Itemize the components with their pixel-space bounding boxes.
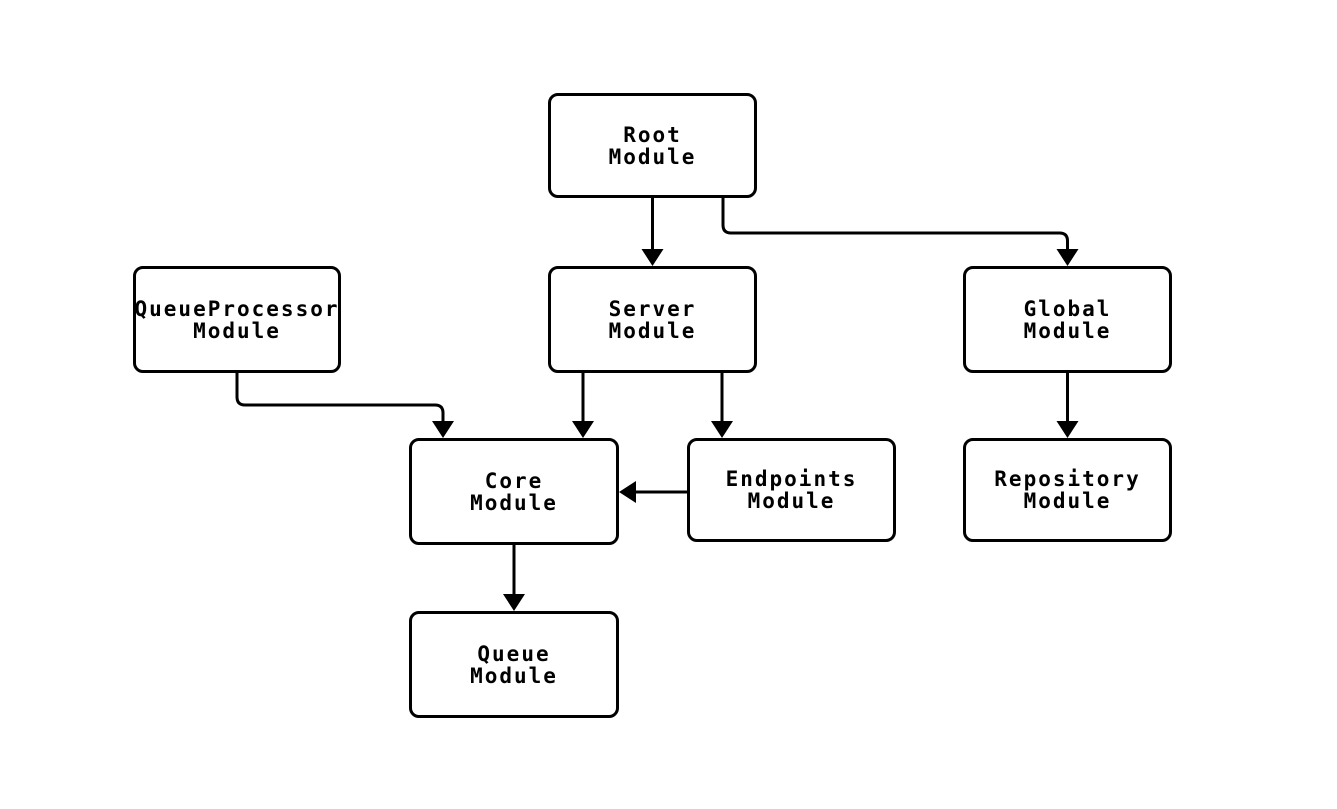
node-label-line: Module	[1023, 489, 1112, 513]
node-label-line: Module	[470, 490, 558, 515]
node-label-line: Global	[1023, 296, 1112, 321]
arrowhead-down-icon	[1056, 249, 1079, 266]
node-server-module: Server Module	[548, 266, 757, 373]
edge-server-to-endpoints	[711, 373, 733, 438]
node-queueprocessor-module: QueueProcessor Module	[133, 266, 341, 373]
node-root-module: Root Module	[548, 93, 757, 198]
node-label-line: Core	[484, 468, 544, 493]
arrowhead-down-icon	[503, 594, 525, 611]
arrowhead-down-icon	[572, 421, 594, 438]
arrowhead-down-icon	[1056, 421, 1079, 438]
arrowhead-down-icon	[711, 421, 733, 438]
node-label-line: Server	[608, 296, 697, 321]
edge-core-to-queue	[503, 545, 525, 611]
node-label-line: Module	[608, 144, 697, 169]
node-queue-module: Queue Module	[409, 611, 619, 718]
node-label-line: Module	[470, 663, 558, 688]
arrowhead-down-icon	[641, 249, 664, 266]
node-label-line: Endpoints	[725, 467, 858, 491]
node-repository-module: Repository Module	[963, 438, 1172, 542]
edge-root-to-global	[721, 198, 1079, 266]
edge-queueprocessor-to-core	[235, 373, 454, 438]
edge-global-to-repository	[1056, 373, 1079, 438]
edge-server-to-core	[572, 373, 594, 438]
node-label-line: Root	[623, 122, 682, 147]
node-label-line: Module	[608, 318, 697, 343]
node-endpoints-module: Endpoints Module	[687, 438, 896, 542]
node-label-line: Module	[1023, 318, 1112, 343]
node-label-line: Repository	[994, 467, 1141, 491]
edge-root-to-server	[641, 198, 664, 266]
arrowhead-left-icon	[619, 481, 636, 503]
node-label-line: Module	[747, 489, 836, 513]
node-label-line: Module	[193, 318, 281, 343]
node-label-line: Queue	[477, 641, 551, 666]
edge-endpoints-to-core	[619, 481, 687, 503]
node-global-module: Global Module	[963, 266, 1172, 373]
arrowhead-down-icon	[432, 421, 454, 438]
node-core-module: Core Module	[409, 438, 619, 545]
node-label-line: QueueProcessor	[134, 296, 340, 321]
